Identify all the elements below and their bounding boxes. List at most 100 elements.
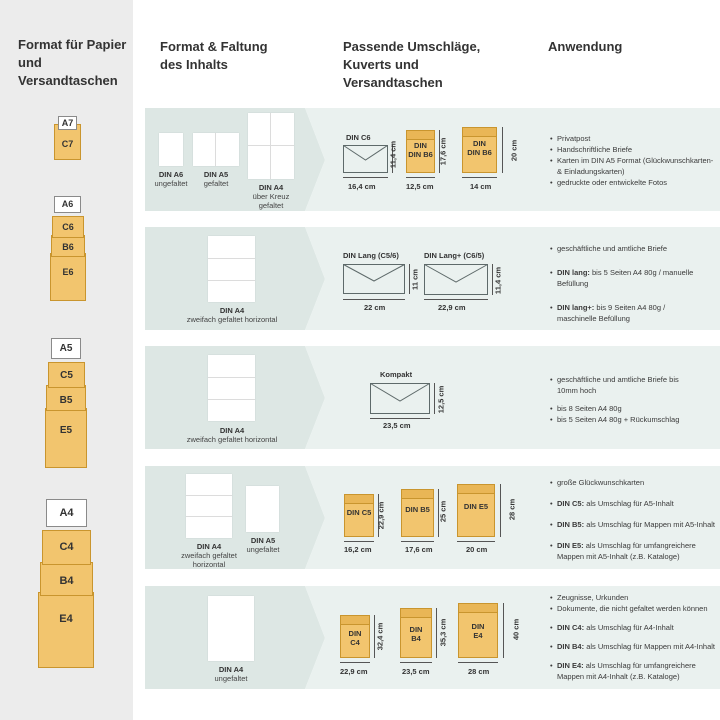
usage-list-row1: Privatpost Handschriftliche Briefe Karte…: [550, 133, 715, 188]
paper-a6: A6: [54, 196, 81, 213]
dim-line: [344, 541, 374, 542]
dim-height-din-lang: 11 cm: [410, 269, 420, 290]
paper-a5: A5: [51, 338, 81, 359]
dim-width-din-lang: 22 cm: [364, 303, 386, 312]
paper-din-a5-flat: [246, 486, 279, 532]
dim-width-e5: 20 cm: [466, 545, 488, 554]
dim-line: [340, 662, 370, 663]
envelope-c4: C4: [42, 530, 91, 565]
dim-line: [374, 615, 375, 658]
dim-height-kompakt: 12,5 cm: [436, 385, 446, 414]
envelope-b4: B4: [40, 562, 93, 596]
usage-list-row2: geschäftliche und amtliche Briefe DIN la…: [550, 243, 700, 324]
header-usage: Anwendung: [548, 39, 623, 54]
usage-item: bis 8 Seiten A4 80g: [550, 403, 700, 414]
dim-line: [502, 127, 503, 173]
dim-line: [457, 541, 495, 542]
envelope-c5: C5: [48, 362, 85, 388]
usage-item: DIN B4: als Umschlag für Mappen mit A4-I…: [550, 641, 718, 652]
usage-item: DIN lang+: bis 9 Seiten A4 80g / maschin…: [550, 302, 700, 324]
dim-height-b4: 35,3 cm: [438, 618, 448, 647]
header-format: Format für Papier und Versandtaschen: [18, 37, 127, 88]
envelope-din-lang-outline: [343, 264, 405, 294]
usage-list-row4: große Glückwunschkarten DIN C5: als Umsc…: [550, 477, 718, 562]
envelope-e4: E4: [38, 592, 94, 668]
paper-din-a4-folded: [208, 355, 255, 421]
dim-line: [424, 299, 488, 300]
envelope-name-kompakt: Kompakt: [380, 370, 413, 379]
dim-height-din-lang-plus: 11,4 cm: [493, 266, 503, 295]
dim-line: [458, 662, 498, 663]
dim-width-b6-large: 14 cm: [470, 182, 492, 191]
paper-din-a4-flat: [208, 596, 254, 661]
paper-din-a4-folded: [208, 236, 255, 302]
dim-height-e4: 40 cm: [511, 618, 521, 641]
envelope-c6-outline: [343, 145, 388, 173]
dim-width-c5: 16,2 cm: [344, 545, 372, 554]
dim-line: [406, 177, 435, 178]
envelope-c6: C6: [52, 216, 84, 238]
dim-height-b5: 25 cm: [438, 500, 448, 523]
usage-item: DIN E5: als Umschlag für umfangreichere …: [550, 540, 718, 562]
dim-line: [438, 489, 439, 537]
usage-item: DIN B5: als Umschlag für Mappen mit A5-I…: [550, 519, 718, 530]
envelope-name-din-lang: DIN Lang (C5/6): [343, 251, 399, 260]
dim-height-c6: 11,4 cm: [388, 140, 398, 169]
envelope-name-c6: DIN C6: [346, 133, 371, 142]
dim-width-e4: 28 cm: [468, 667, 490, 676]
usage-item: Handschriftliche Briefe: [550, 144, 715, 155]
dim-width-c6: 16,4 cm: [348, 182, 376, 191]
usage-item: Dokumente, die nicht gefaltet werden kön…: [550, 603, 718, 614]
usage-item: Privatpost: [550, 133, 715, 144]
usage-list-row5: Zeugnisse, Urkunden Dokumente, die nicht…: [550, 592, 718, 682]
dim-line: [392, 145, 393, 173]
dim-width-b4: 23,5 cm: [402, 667, 430, 676]
usage-list-row3: geschäftliche und amtliche Briefe bis 10…: [550, 374, 700, 425]
envelope-din-lang-plus-outline: [424, 264, 488, 295]
usage-item: bis 5 Seiten A4 80g + Rückumschlag: [550, 414, 700, 425]
header-envelopes: Passende Umschläge, Kuverts und Versandt…: [343, 39, 481, 90]
usage-item: Karten im DIN A5 Format (Glückwunschkart…: [550, 155, 715, 177]
dim-width-b5: 17,6 cm: [405, 545, 433, 554]
usage-item: gedruckte oder entwickelte Fotos: [550, 177, 715, 188]
dim-line: [409, 264, 410, 294]
dim-line: [401, 541, 434, 542]
dim-width-b6-small: 12,5 cm: [406, 182, 434, 191]
dim-height-b6-small: 17,6 cm: [438, 137, 448, 166]
dim-height-b6-large: 20 cm: [509, 139, 519, 162]
usage-item: große Glückwunschkarten: [550, 477, 718, 488]
envelope-b5: DIN B5: [401, 489, 434, 537]
dim-width-kompakt: 23,5 cm: [383, 421, 411, 430]
dim-line: [462, 177, 497, 178]
dim-line: [343, 299, 405, 300]
usage-item: DIN C4: als Umschlag für A4-Inhalt: [550, 622, 718, 633]
envelope-kompakt-outline: [370, 383, 430, 414]
usage-item: Zeugnisse, Urkunden: [550, 592, 718, 603]
dim-line: [370, 418, 430, 419]
dim-line: [439, 130, 440, 173]
envelope-e6: E6: [50, 253, 86, 301]
paper-din-a4-folded: [186, 474, 232, 538]
dim-line: [500, 484, 501, 537]
paper-din-a4-cross: [248, 113, 294, 179]
dim-line: [343, 177, 388, 178]
dim-line: [378, 494, 379, 537]
usage-item: geschäftliche und amtliche Briefe: [550, 243, 700, 254]
envelope-b6: B6: [51, 235, 85, 257]
paper-din-a6: [159, 133, 183, 166]
dim-width-din-lang-plus: 22,9 cm: [438, 303, 466, 312]
dim-line: [492, 264, 493, 295]
usage-item: DIN C5: als Umschlag für A5-Inhalt: [550, 498, 718, 509]
dim-width-c4: 22,9 cm: [340, 667, 368, 676]
